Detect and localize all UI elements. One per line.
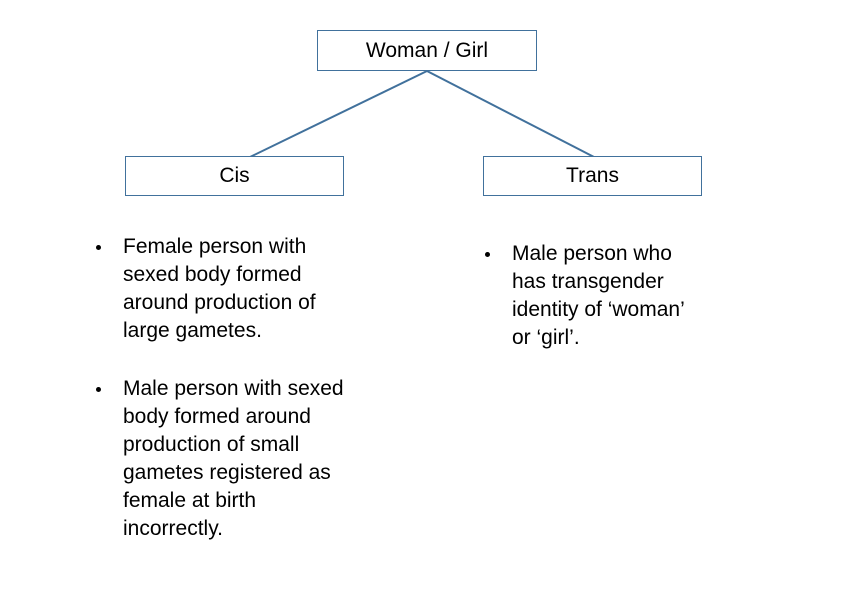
bullet-text: Male person who has transgender identity…: [512, 242, 685, 349]
trans-bullet-list: Male person who has transgender identity…: [485, 240, 745, 352]
bullet-dot: [96, 387, 101, 392]
node-woman-girl: Woman / Girl: [317, 30, 537, 71]
bullet-item: Female person with sexed body formed aro…: [96, 233, 396, 345]
node-trans-label: Trans: [566, 164, 619, 187]
node-cis-label: Cis: [219, 164, 250, 187]
node-trans: Trans: [483, 156, 702, 196]
bullet-dot: [485, 252, 490, 257]
connector-root-to-cis: [249, 70, 428, 158]
bullet-dot: [96, 245, 101, 250]
connector-root-to-trans: [426, 70, 595, 158]
bullet-item: Male person who has transgender identity…: [485, 240, 745, 352]
cis-bullet-list: Female person with sexed body formed aro…: [96, 233, 396, 543]
bullet-text: Male person with sexed body formed aroun…: [123, 377, 344, 540]
node-cis: Cis: [125, 156, 344, 196]
bullet-text: Female person with sexed body formed aro…: [123, 235, 316, 342]
node-woman-girl-label: Woman / Girl: [365, 38, 489, 62]
bullet-item: Male person with sexed body formed aroun…: [96, 375, 396, 543]
